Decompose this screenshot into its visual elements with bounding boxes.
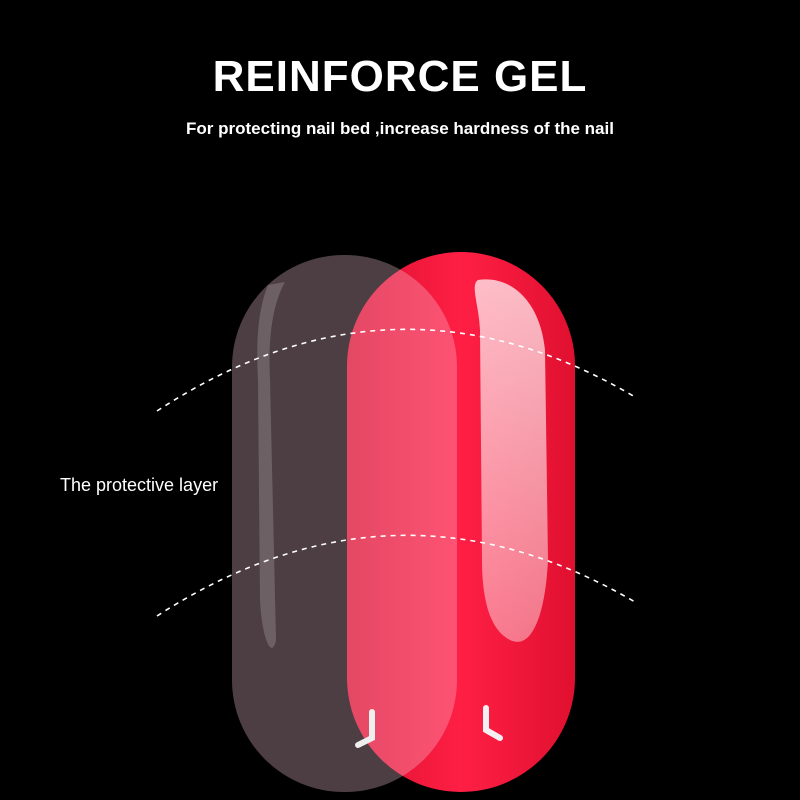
top-dashed-arc <box>156 328 636 412</box>
protective-layer-label: The protective layer <box>60 475 219 495</box>
page-title: REINFORCE GEL <box>212 52 588 101</box>
bottom-dashed-arc <box>156 534 636 617</box>
page-subtitle: For protecting nail bed ,increase hardne… <box>186 119 614 138</box>
red-nail <box>347 252 575 792</box>
clear-gel-nail <box>232 255 457 792</box>
